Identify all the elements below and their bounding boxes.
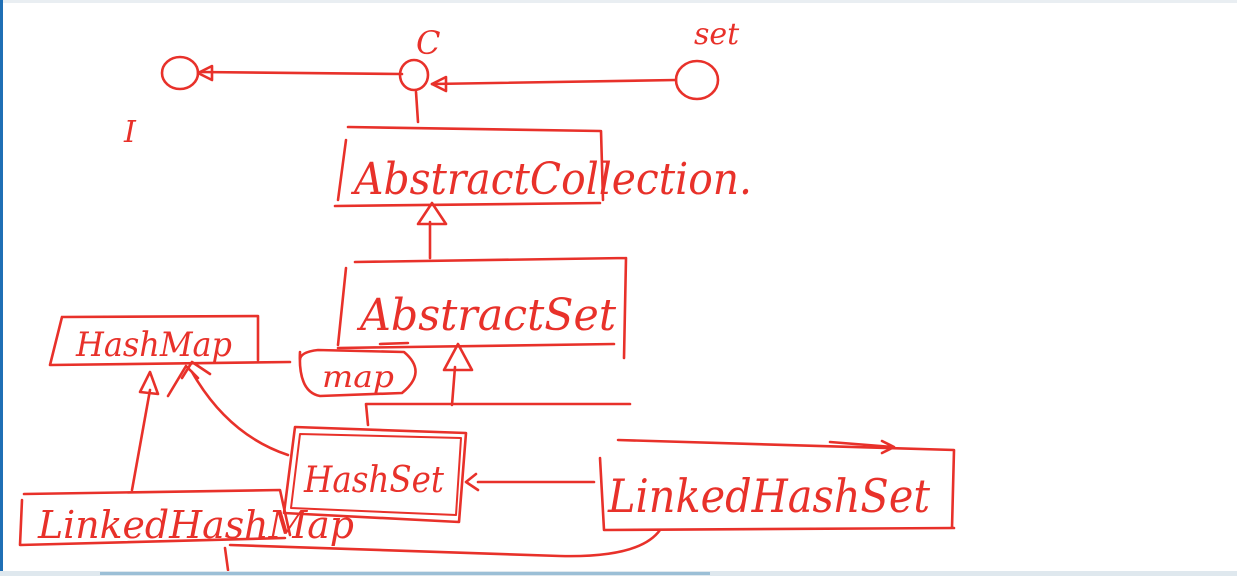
- edge-hashset-to-hashmap: [190, 370, 290, 457]
- linkedhashset-mark: [828, 439, 896, 455]
- label-linkedhashset: LinkedHashSet: [607, 469, 930, 523]
- window-top-edge: [0, 0, 1237, 3]
- scrollbar-track: [100, 572, 710, 575]
- window-left-edge: [0, 0, 3, 576]
- box-hashset-outer: [282, 425, 468, 524]
- label-set: set: [694, 17, 740, 52]
- connector-line: [364, 402, 632, 427]
- edge-linkedhashmap-to-hashmap: [130, 388, 152, 492]
- arrowhead-abstractcollection: [416, 201, 448, 226]
- set-circle: [674, 59, 720, 101]
- label-abstractset: AbstractSet: [356, 290, 616, 341]
- window-bottom-bar: [0, 571, 1237, 576]
- label-map-field: map: [322, 360, 394, 395]
- map-oval: [298, 348, 417, 398]
- box-abstractcollection: [333, 125, 605, 208]
- label-hashmap: HashMap: [75, 325, 232, 365]
- label-hashset: HashSet: [303, 460, 444, 501]
- linkedhashmap-tail: [223, 546, 230, 572]
- label-linkedhashmap: LinkedHashMap: [37, 503, 354, 547]
- label-interface: I: [123, 115, 137, 150]
- arrowhead-collection: [430, 75, 448, 93]
- box-linkedhashset: [598, 438, 956, 532]
- interface-circle: [160, 55, 200, 91]
- ink-layer: [18, 55, 956, 572]
- box-abstractset: [336, 256, 628, 360]
- edge-set-to-collection: [430, 78, 678, 86]
- edge-collection-to-abstractcollection: [414, 90, 420, 124]
- box-hashset-inner: [290, 433, 462, 516]
- label-layer: I C set AbstractCollection. AbstractSet …: [37, 17, 930, 547]
- edge-hashmap-extra: [166, 364, 200, 398]
- edge-linkedhashset-to-linkedhashmap: [228, 528, 662, 558]
- box-hashmap: [48, 314, 292, 367]
- label-collection: C: [416, 24, 440, 62]
- collection-circle: [398, 58, 430, 92]
- arrowhead-hashset: [464, 472, 480, 492]
- arrowhead-interface: [196, 64, 214, 82]
- arrowhead-hashmap-open: [180, 360, 212, 380]
- box-linkedhashmap: [18, 488, 292, 547]
- edge-hashset-to-abstractset: [450, 365, 457, 407]
- arrowhead-hashmap: [138, 370, 160, 396]
- arrowhead-abstractset: [442, 342, 474, 372]
- map-tail: [378, 341, 410, 346]
- label-abstractcollection: AbstractCollection.: [350, 154, 752, 205]
- edge-collection-to-interface: [198, 70, 404, 76]
